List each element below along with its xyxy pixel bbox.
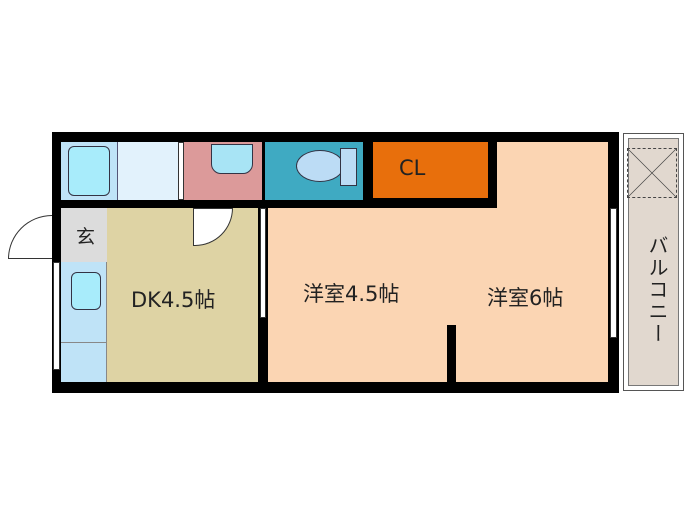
- window-left: [53, 262, 60, 370]
- western1-label: 洋室4.5帖: [303, 282, 400, 306]
- washroom: [184, 142, 262, 200]
- toilet: [265, 142, 363, 200]
- aircon-unit: [627, 148, 677, 198]
- entrance-door: [8, 215, 52, 259]
- partition-wall: [447, 325, 456, 383]
- window-right: [610, 208, 617, 338]
- western-room-upper: [497, 142, 608, 212]
- western-room: [268, 208, 608, 382]
- partition: [178, 142, 184, 200]
- dk-room: [107, 208, 258, 382]
- closet-label: CL: [399, 156, 426, 180]
- closet: [373, 142, 488, 198]
- bathroom: [61, 142, 118, 200]
- dressing-area: [118, 142, 178, 200]
- entrance-label: 玄: [76, 226, 96, 248]
- western2-label: 洋室6帖: [487, 286, 564, 310]
- dk-label: DK4.5帖: [131, 288, 216, 312]
- kitchen-counter: [61, 262, 107, 382]
- sliding-door: [260, 208, 266, 318]
- balcony-label: バルコニー: [645, 235, 669, 345]
